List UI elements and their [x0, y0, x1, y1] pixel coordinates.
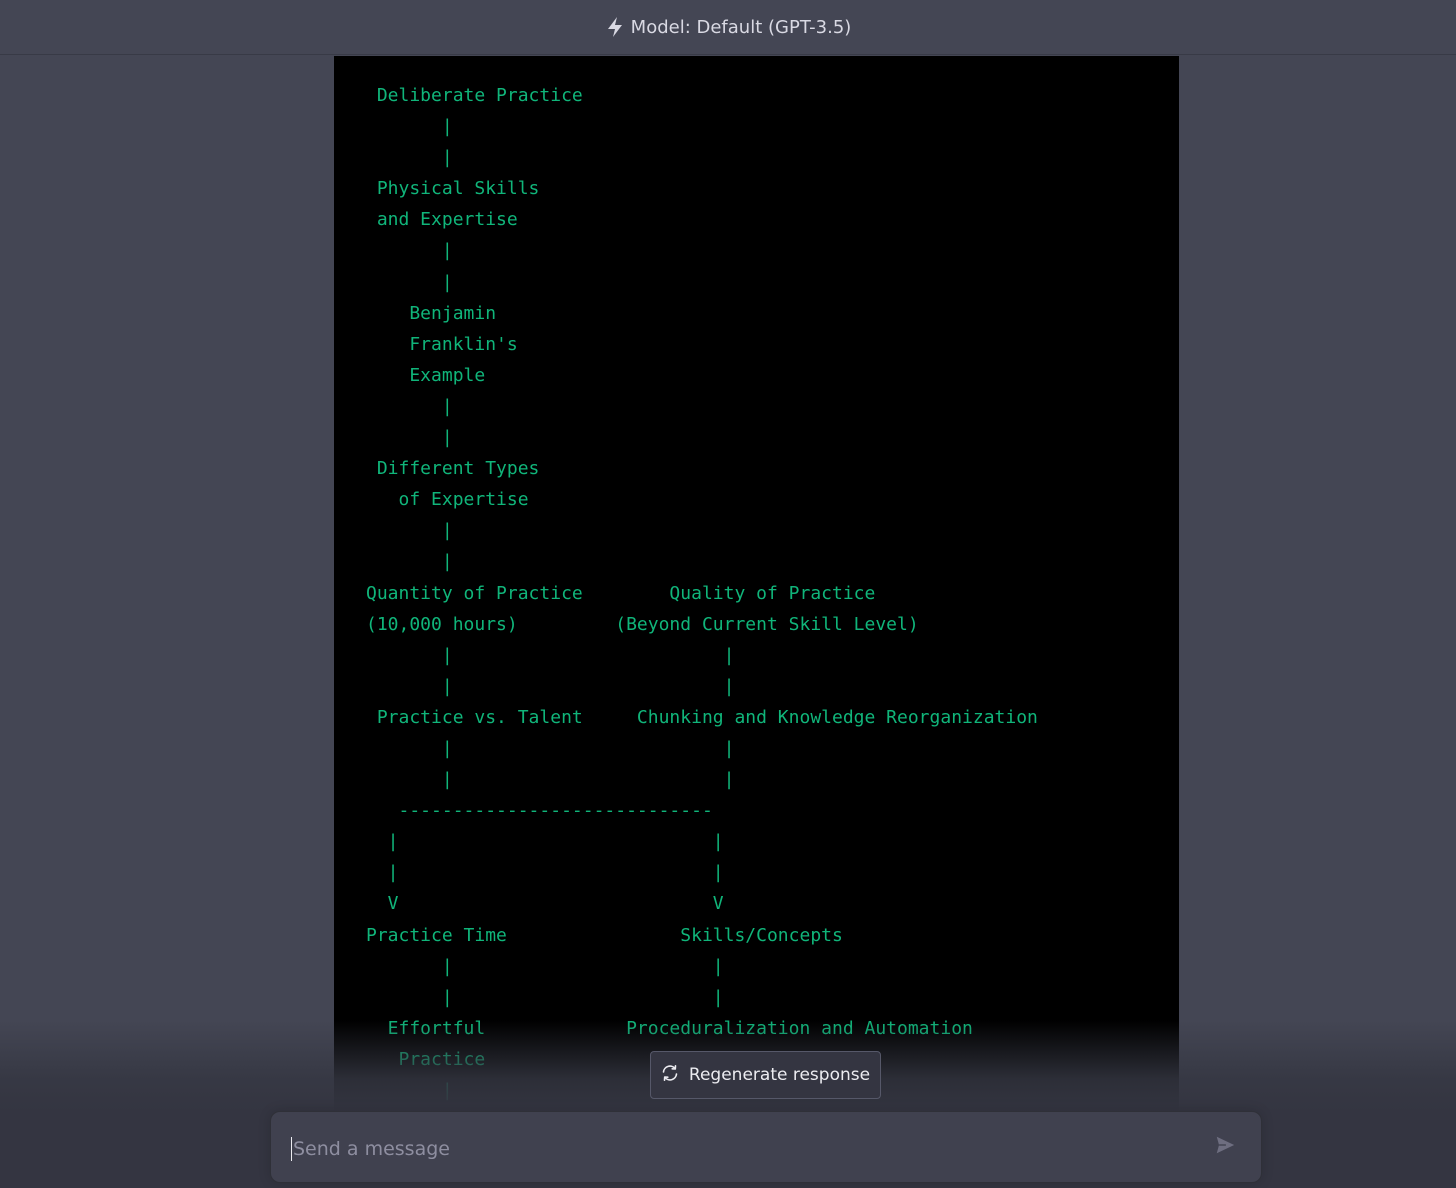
code-content: Deliberate Practice | | Physical Skills … — [366, 85, 1038, 1101]
paper-plane-send-icon — [1214, 1134, 1236, 1160]
message-input[interactable] — [291, 1130, 1195, 1168]
model-label[interactable]: Model: Default (GPT-3.5) — [630, 16, 852, 38]
text-caret — [291, 1137, 292, 1161]
lightning-bolt-icon — [605, 16, 625, 38]
regenerate-response-button[interactable]: Regenerate response — [650, 1051, 881, 1099]
top-bar: Model: Default (GPT-3.5) — [0, 0, 1456, 55]
message-composer — [270, 1111, 1262, 1183]
code-block: Deliberate Practice | | Physical Skills … — [334, 56, 1179, 1116]
refresh-icon — [661, 1064, 679, 1087]
send-button[interactable] — [1210, 1132, 1240, 1162]
regenerate-label: Regenerate response — [688, 1065, 871, 1085]
